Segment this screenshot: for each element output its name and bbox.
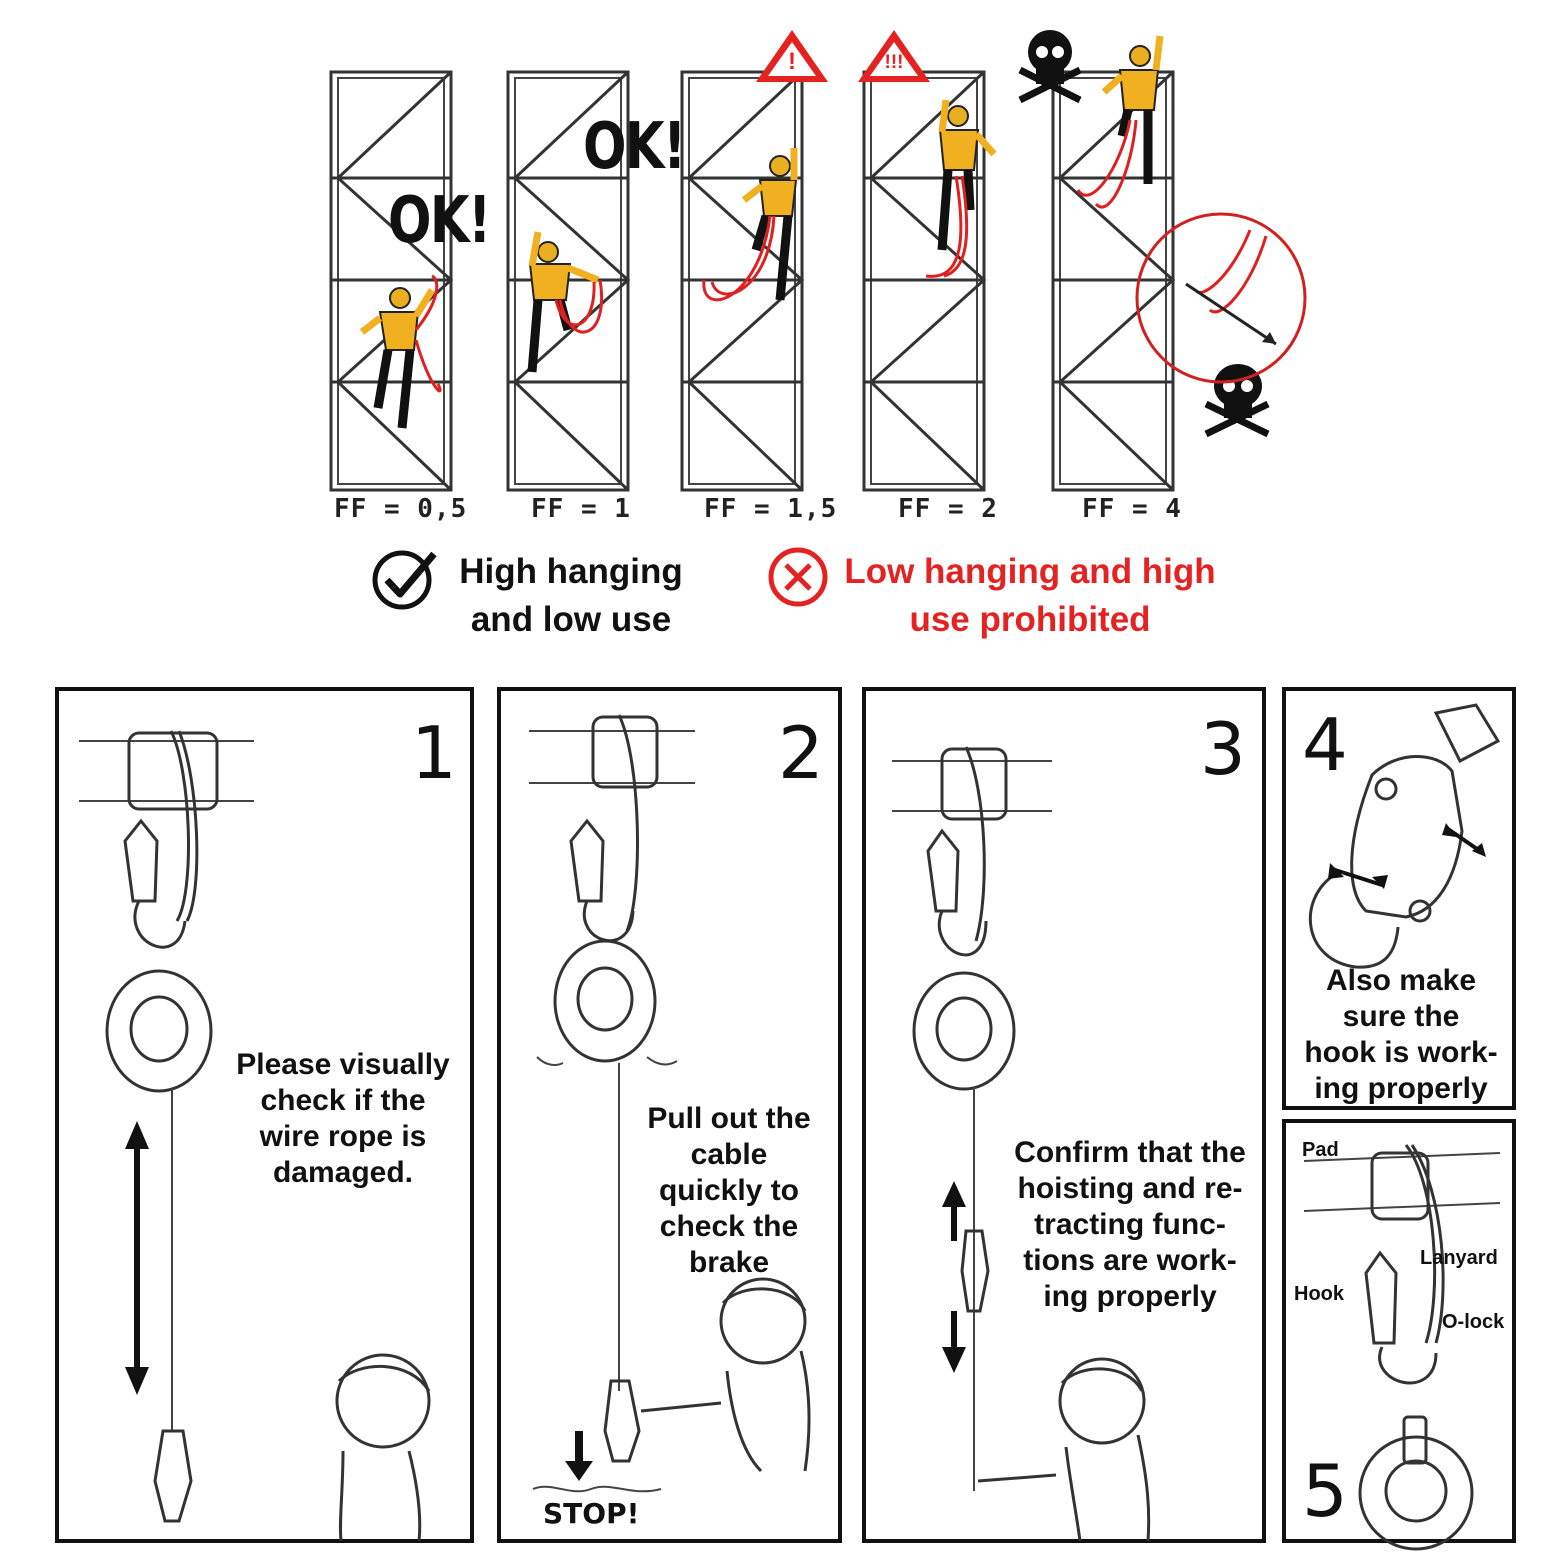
legend-allowed: High hanging and low use: [446, 548, 696, 644]
ok-label-1: OK!: [388, 184, 491, 258]
step-1-line-4: damaged.: [272, 1156, 414, 1189]
step-1-line-2: check if the: [260, 1084, 426, 1117]
step-2-line-4: check the: [659, 1210, 799, 1243]
step-panel-1: 1 Please visually check if the wire rope…: [55, 687, 474, 1543]
skull-icon-2: [1204, 364, 1270, 438]
retraction-test-illustration: [892, 746, 1151, 1542]
step-2-line-3: quickly to: [658, 1174, 800, 1207]
worker-1: [359, 274, 442, 429]
ff-label-4: FF = 2: [898, 494, 998, 524]
warning-icon-1: [756, 30, 828, 82]
step-panel-4: 4 Also make sure the hook is work- ing p…: [1282, 687, 1516, 1110]
step-2-line-1: Pull out the: [647, 1102, 811, 1135]
step-panel-2: 2 Pull out the cable quickly to check th…: [497, 687, 842, 1543]
part-label-lanyard: Lanyard: [1420, 1247, 1498, 1269]
step-number-5: 5: [1302, 1449, 1348, 1533]
legend-prohibited-line2: use prohibited: [909, 600, 1151, 639]
step-panel-5: Pad Lanyard Hook O-lock 5: [1282, 1119, 1516, 1551]
ff-label-1: FF = 0,5: [334, 494, 468, 524]
retractable-device-illustration: [79, 730, 431, 1542]
fall-detail-circle: [1135, 212, 1307, 384]
step-2-line-2: cable: [690, 1138, 768, 1171]
warning-mark-2: !!!: [884, 52, 904, 73]
ff-label-5: FF = 4: [1082, 494, 1182, 524]
legend-allowed-line1: High hanging: [459, 552, 683, 591]
step-number-1: 1: [411, 711, 457, 795]
check-icon: [372, 550, 437, 610]
step-panel-3: 3 Confirm that the hoisting and re- trac…: [862, 687, 1266, 1543]
tower-5: [1051, 70, 1176, 492]
tower-3: [680, 70, 805, 492]
step-number-3: 3: [1200, 707, 1246, 791]
step-1-line-3: wire rope is: [259, 1120, 427, 1153]
part-label-pad: Pad: [1302, 1139, 1339, 1161]
step-2-line-5: brake: [688, 1246, 770, 1279]
stop-label: STOP!: [543, 1497, 640, 1530]
step-1-line-1: Please visually: [236, 1048, 450, 1081]
step-number-4: 4: [1302, 703, 1348, 787]
step-4-line-4: ing properly: [1314, 1072, 1488, 1105]
step-3-line-3: tracting func-: [1034, 1208, 1226, 1241]
step-text-3: Confirm that the hoisting and re- tracti…: [1002, 1135, 1258, 1315]
step-3-line-5: ing properly: [1043, 1280, 1217, 1313]
hook-check-illustration: [1308, 703, 1501, 969]
step-text-4: Also make sure the hook is work- ing pro…: [1290, 963, 1512, 1107]
skull-icon-1: [1018, 30, 1082, 104]
step-3-line-2: hoisting and re-: [1017, 1172, 1243, 1205]
ok-label-2: OK!: [583, 110, 686, 184]
step-number-2: 2: [778, 711, 824, 795]
step-3-line-4: tions are work-: [1023, 1244, 1237, 1277]
warning-icon-2: [858, 30, 930, 82]
tower-1: [329, 70, 454, 492]
step-4-line-1: Also make: [1325, 964, 1477, 997]
parts-diagram-illustration: [1303, 1144, 1501, 1551]
step-4-line-3: hook is work-: [1304, 1036, 1498, 1069]
step-text-1: Please visually check if the wire rope i…: [223, 1047, 463, 1191]
brake-test-illustration: [529, 714, 811, 1493]
tower-4: [862, 70, 987, 492]
worker-3: [702, 148, 798, 302]
worker-2: [527, 231, 603, 373]
part-label-olock: O-lock: [1442, 1311, 1505, 1333]
warning-mark-1: !: [788, 48, 796, 75]
step-3-line-1: Confirm that the: [1014, 1136, 1246, 1169]
step-4-line-2: sure the: [1342, 1000, 1460, 1033]
legend-allowed-line2: and low use: [470, 600, 672, 639]
fall-factor-diagram: [329, 30, 1307, 492]
legend-prohibited: Low hanging and high use prohibited: [830, 548, 1230, 644]
ff-label-2: FF = 1: [531, 494, 631, 524]
worker-5: [1076, 35, 1164, 209]
legend-prohibited-line1: Low hanging and high: [844, 552, 1216, 591]
worker-4: [925, 99, 997, 278]
part-label-hook: Hook: [1294, 1283, 1344, 1305]
prohibited-x-icon: [768, 547, 828, 607]
ff-label-3: FF = 1,5: [704, 494, 838, 524]
step-text-2: Pull out the cable quickly to check the …: [631, 1101, 827, 1281]
